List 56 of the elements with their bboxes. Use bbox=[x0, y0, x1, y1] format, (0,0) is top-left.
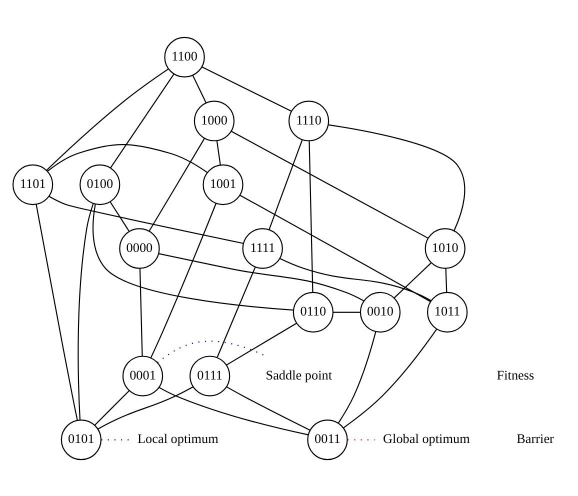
node-circle: 0111 bbox=[190, 355, 230, 396]
connector bbox=[157, 340, 266, 362]
connector bbox=[110, 73, 174, 168]
node-text: Local optimum bbox=[137, 430, 218, 446]
connector bbox=[226, 322, 297, 366]
connector bbox=[343, 328, 438, 428]
connector bbox=[202, 66, 292, 112]
node-circle: 1110 bbox=[288, 100, 330, 141]
connector bbox=[226, 386, 310, 430]
connector bbox=[48, 195, 244, 244]
connector bbox=[394, 262, 432, 298]
connector bbox=[240, 194, 431, 302]
connector bbox=[328, 124, 466, 230]
node-circle: 0100 bbox=[80, 164, 120, 205]
connector bbox=[445, 268, 448, 292]
connector bbox=[92, 204, 294, 310]
node-circle: 0110 bbox=[292, 291, 334, 332]
node-circle: 1001 bbox=[202, 164, 244, 205]
node-circle: 1000 bbox=[194, 100, 235, 141]
connector bbox=[158, 252, 364, 301]
connector bbox=[308, 140, 314, 292]
connector bbox=[47, 144, 208, 172]
connector bbox=[216, 140, 221, 165]
node-circle: 0101 bbox=[60, 418, 102, 460]
node-circle: 1011 bbox=[426, 291, 468, 332]
node-text: Saddle point bbox=[266, 366, 332, 382]
connector bbox=[101, 438, 129, 440]
connector bbox=[348, 438, 375, 440]
connector bbox=[36, 204, 78, 420]
node-circle: 1010 bbox=[424, 228, 466, 268]
node-text: Global optimum bbox=[383, 430, 470, 446]
connector bbox=[280, 258, 432, 301]
connector bbox=[230, 130, 428, 238]
connector bbox=[158, 386, 308, 435]
connector bbox=[78, 202, 94, 420]
connector bbox=[110, 201, 130, 231]
connector bbox=[333, 311, 360, 312]
node-circle: 0010 bbox=[360, 291, 401, 332]
connector bbox=[268, 139, 303, 230]
connector bbox=[94, 390, 130, 425]
label: Fitness bbox=[496, 366, 534, 382]
connector bbox=[338, 331, 376, 423]
label: Barrier bbox=[516, 430, 554, 446]
node-circle: 1100 bbox=[164, 36, 205, 78]
connector bbox=[150, 202, 216, 358]
connector bbox=[139, 268, 143, 356]
node-circle: 0000 bbox=[119, 228, 160, 268]
connector bbox=[192, 74, 206, 103]
node-circle: 1111 bbox=[242, 228, 283, 268]
node-circle: 0011 bbox=[307, 418, 348, 460]
node-circle: 0001 bbox=[122, 355, 164, 396]
connector bbox=[148, 138, 205, 231]
connector bbox=[46, 68, 169, 170]
connector bbox=[216, 266, 256, 357]
connector bbox=[98, 386, 194, 429]
node-circle: 1101 bbox=[12, 164, 54, 205]
